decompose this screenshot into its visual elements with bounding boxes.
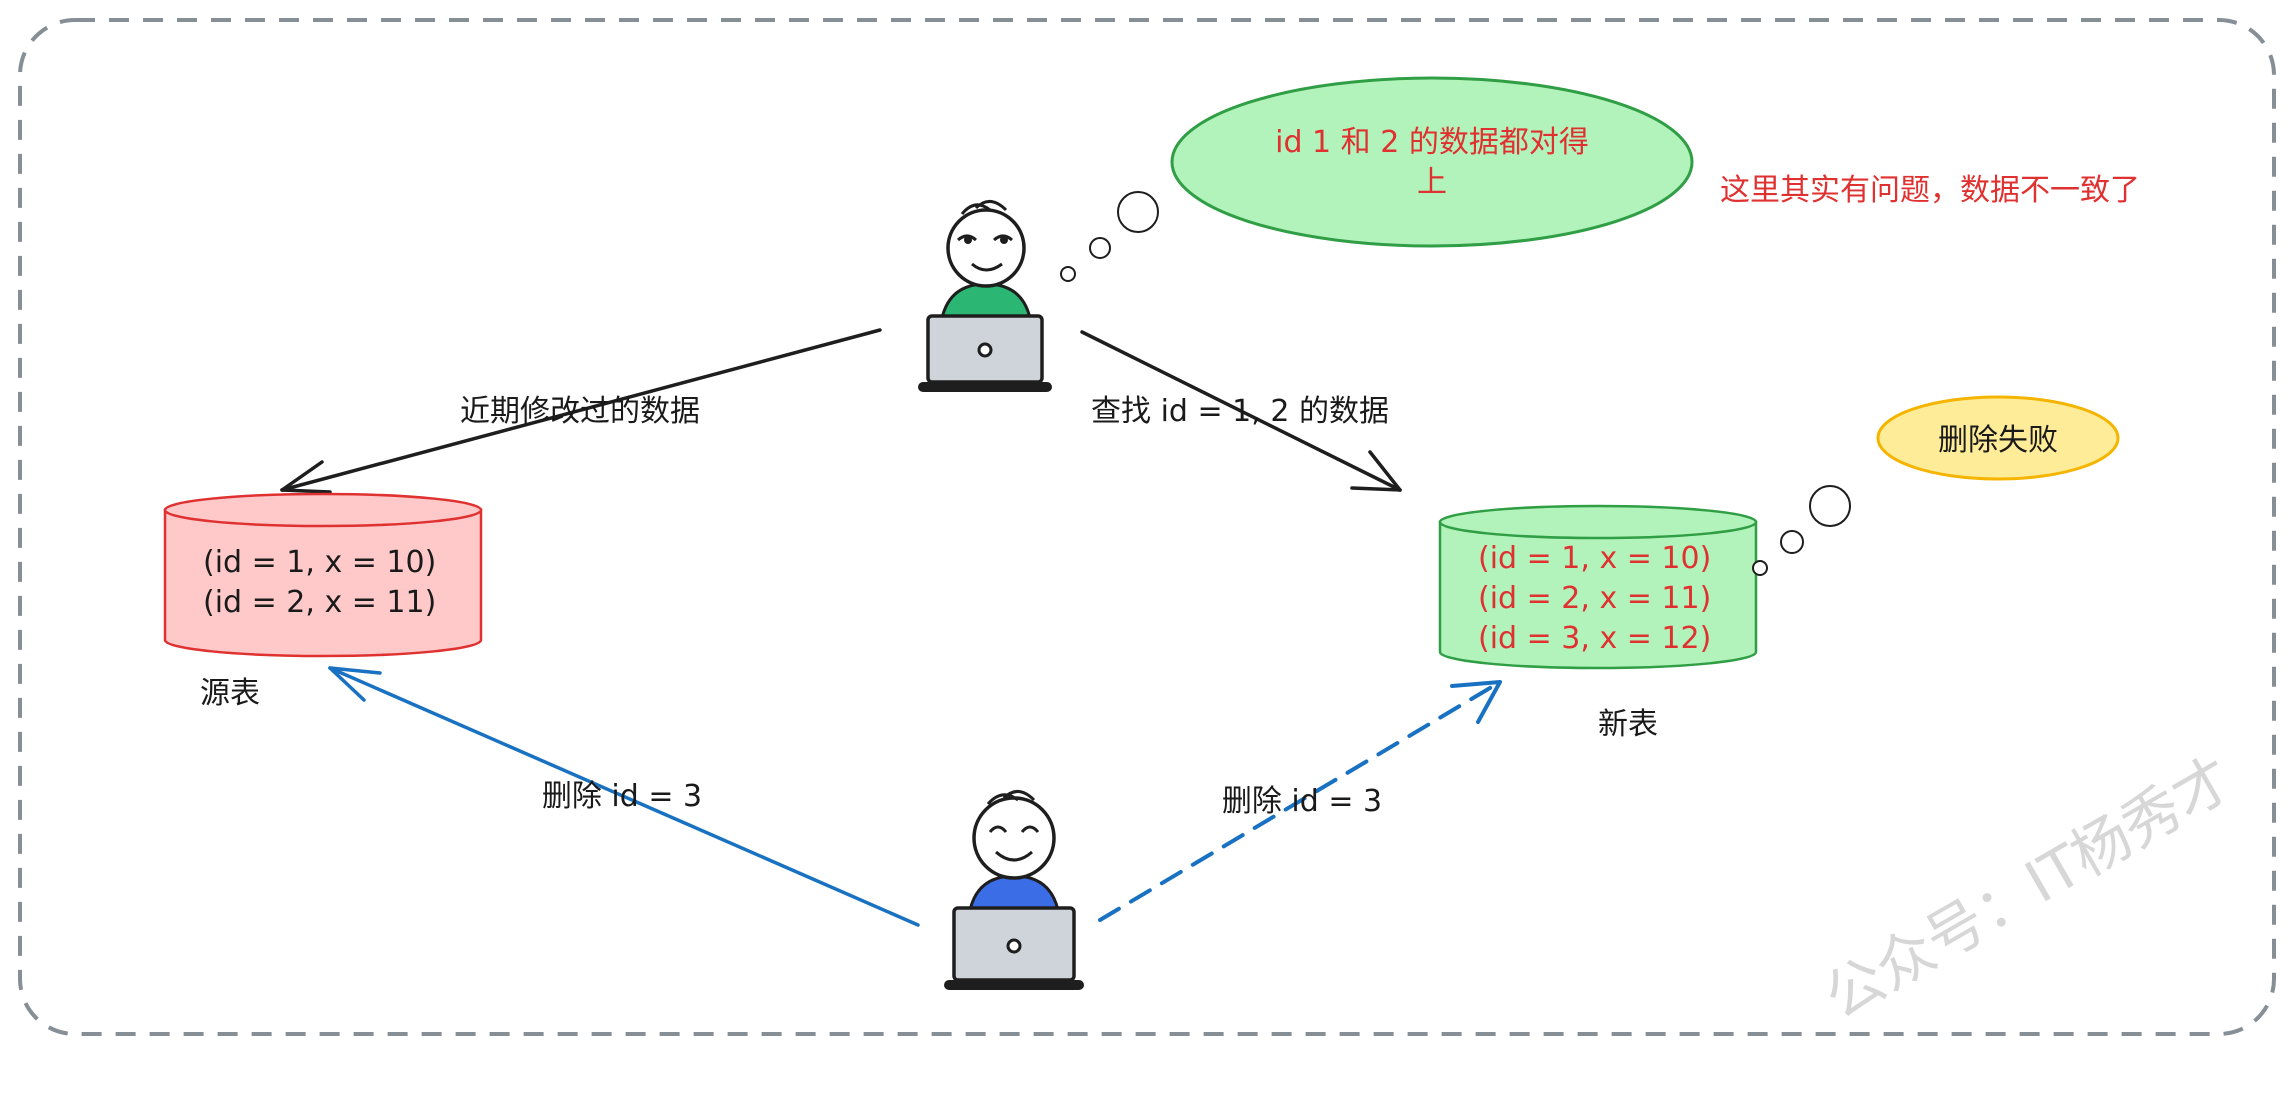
dashed-frame <box>18 18 2276 1036</box>
arrow-to-new-table <box>1080 330 1402 492</box>
arrow-to-source-table <box>280 328 882 494</box>
developer-top-icon <box>918 200 1052 392</box>
label-query-ids: 查找 id = 1, 2 的数据 <box>1091 394 1389 429</box>
thought-bubble-top <box>1060 76 1694 282</box>
label-delete-source: 删除 id = 3 <box>542 779 702 814</box>
thought-bubble-delete-failed <box>1752 395 2120 576</box>
new-row-3: (id = 3, x = 12) <box>1478 621 1711 656</box>
inconsistency-note: 这里其实有问题，数据不一致了 <box>1720 173 2140 208</box>
developer-bottom-icon <box>944 790 1084 990</box>
new-row-1: (id = 1, x = 10) <box>1478 541 1711 576</box>
thought-top-line-1: id 1 和 2 的数据都对得 <box>1275 125 1589 160</box>
source-row-1: (id = 1, x = 10) <box>203 545 436 580</box>
new-row-2: (id = 2, x = 11) <box>1478 581 1711 616</box>
watermark: 公众号：IT杨秀才 <box>1813 744 2244 1032</box>
delete-failed-text: 删除失败 <box>1938 423 2058 458</box>
thought-top-line-2: 上 <box>1417 165 1447 200</box>
arrow-delete-new-table <box>1098 680 1502 922</box>
new-table-label: 新表 <box>1598 707 1658 742</box>
arrow-delete-source <box>328 666 920 927</box>
source-table-cylinder <box>163 492 483 658</box>
label-delete-new: 删除 id = 3 <box>1222 784 1382 819</box>
source-table-label: 源表 <box>200 676 260 711</box>
label-recent-modified: 近期修改过的数据 <box>460 394 700 429</box>
new-table-cylinder <box>1438 504 1758 670</box>
source-row-2: (id = 2, x = 11) <box>203 585 436 620</box>
